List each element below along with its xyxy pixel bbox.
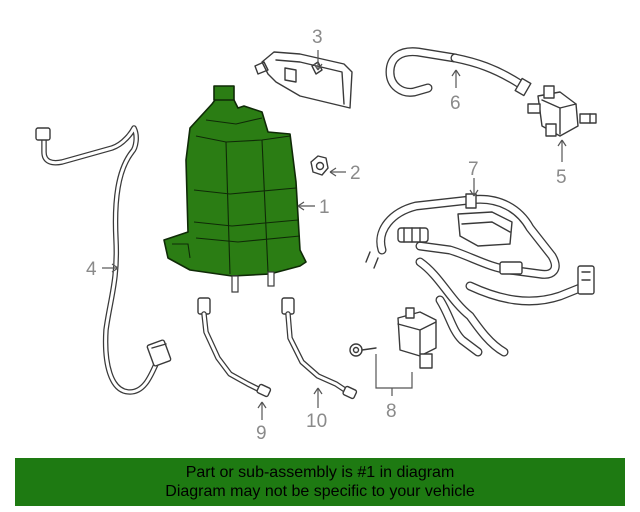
part-7-hose-assembly[interactable] [365,193,595,357]
callout-8: 8 [386,401,397,422]
part-5-purge-valve[interactable] [527,85,597,137]
part-3-bracket[interactable] [254,51,353,109]
part-1-vapor-canister[interactable] [163,85,307,293]
leader-1-arrow [297,201,305,211]
part-10-sensor[interactable] [281,297,358,400]
leader-lines [102,50,567,420]
leader-2-arrow [329,167,337,177]
callout-6: 6 [450,93,461,114]
part-2-nut[interactable] [310,155,329,176]
leader-8 [375,354,413,389]
callout-7: 7 [468,159,479,180]
leader-6-arrow [451,69,461,77]
callout-10: 10 [306,411,327,432]
banner-line-1: Part or sub-assembly is #1 in diagram [185,464,455,481]
part-9-sensor[interactable] [197,297,272,398]
part-4-hose-harness[interactable] [35,125,172,395]
leader-3-arrow [313,63,323,71]
banner-line-2: Diagram may not be specific to your vehi… [165,483,475,500]
callout-1: 1 [319,197,330,218]
callout-9: 9 [256,423,267,444]
callout-3: 3 [312,27,323,48]
callout-2: 2 [350,163,361,184]
leader-4-arrow [111,263,119,273]
part-8-solenoid[interactable] [349,307,437,369]
callout-4: 4 [86,259,97,280]
leader-5-arrow [557,139,567,147]
leader-10-arrow [313,387,323,395]
callout-5: 5 [556,167,567,188]
info-banner: Part or sub-assembly is #1 in diagram Di… [15,458,625,506]
part-6-hose[interactable] [385,47,532,97]
leader-9-arrow [257,401,267,409]
leader-7-arrow [469,189,479,197]
